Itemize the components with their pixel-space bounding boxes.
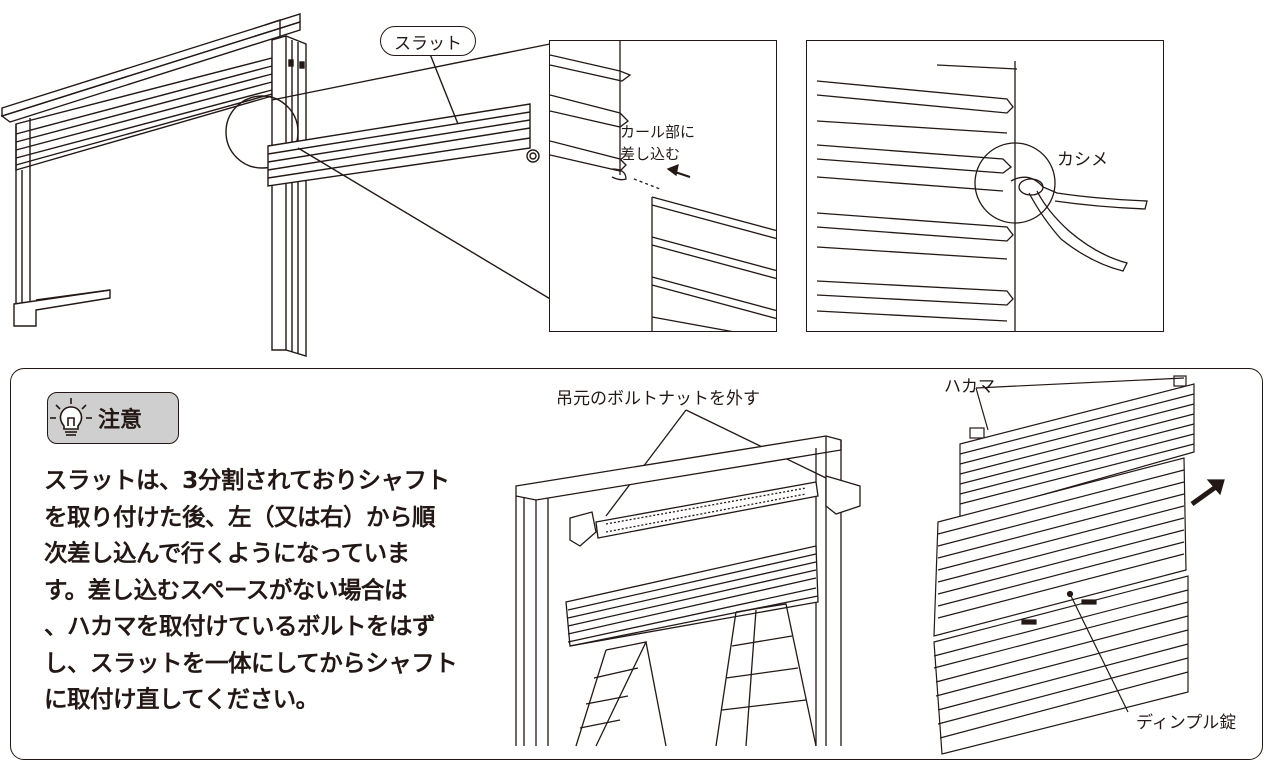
caution-section bbox=[10, 368, 1263, 760]
lightbulb-icon bbox=[50, 398, 92, 436]
frame-illustration bbox=[0, 13, 553, 357]
body-line: 次差し込んで行くようになっていま bbox=[44, 539, 410, 567]
body-line: す。差し込むスペースがない場合は bbox=[44, 575, 407, 604]
body-line: を取り付けた後、左（又は右）から順 bbox=[44, 502, 436, 531]
curl-insert-line-1: カール部に bbox=[620, 123, 696, 141]
body-line: 、ハカマを取付けているボルトをはず bbox=[44, 612, 436, 640]
caution-title: 注意 bbox=[98, 408, 143, 433]
remove-bolts-label: 吊元のボルトナットを外す bbox=[556, 389, 760, 409]
curl-detail-drawing bbox=[550, 41, 776, 331]
body-line: に取付け直してください。 bbox=[44, 685, 319, 713]
caution-body: スラットは、3分割されておりシャフト を取り付けた後、左（又は右）から順 次差し… bbox=[44, 462, 484, 718]
crimp-detail-panel: カシメ bbox=[806, 40, 1164, 332]
slat-label: スラット bbox=[394, 33, 462, 54]
body-line: スラットは、3分割されておりシャフト bbox=[44, 466, 450, 494]
shutter-ladder-illustration bbox=[515, 409, 861, 747]
curl-insert-line-2: 差し込む bbox=[620, 145, 681, 163]
curl-insert-callout: カール部に 差し込む bbox=[620, 121, 695, 165]
crimp-label: カシメ bbox=[1057, 150, 1108, 170]
hakama-label: ハカマ bbox=[944, 377, 995, 397]
curl-detail-panel: カール部に 差し込む bbox=[549, 40, 777, 332]
dimple-lock-label: ディンプル錠 bbox=[1136, 713, 1237, 733]
caution-badge: 注意 bbox=[47, 392, 179, 444]
slat-assembly-illustration bbox=[933, 375, 1225, 755]
slat-callout: スラット bbox=[380, 26, 476, 56]
crimp-detail-drawing bbox=[816, 61, 1148, 331]
body-line: し、スラットを一体にしてからシャフト bbox=[44, 648, 458, 677]
